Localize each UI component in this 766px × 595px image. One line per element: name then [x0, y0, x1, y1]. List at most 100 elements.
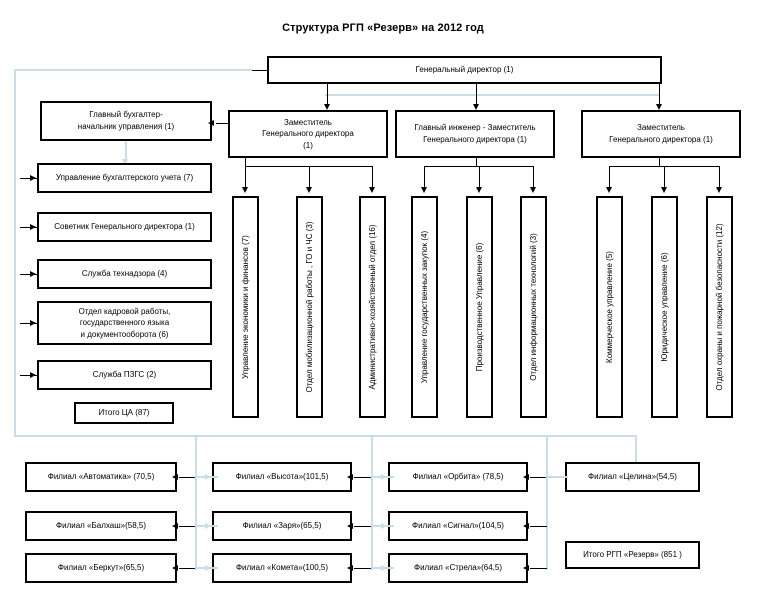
- sidebar-feed-arrow-5: [30, 371, 36, 378]
- branch-r3-link-c: [530, 568, 547, 569]
- deputy-2-drop-arrow: [472, 104, 479, 110]
- sidebar-item-hr[interactable]: Отдел кадровой работы, государственного …: [37, 301, 212, 345]
- branch-box-signal[interactable]: Филиал «Сигнал»(104,5): [388, 511, 528, 541]
- unit-3-2-arrow: [660, 187, 667, 193]
- deputy-3-drop-arrow: [655, 104, 662, 110]
- branch-feeder-4: [635, 435, 637, 468]
- branch-label-kometa: Филиал «Комета»(100,5): [235, 563, 329, 573]
- deputy-box-1[interactable]: Заместитель Генерального директора (1): [228, 110, 388, 158]
- sidebar-item-technadzor-label: Служба технадзора (4): [81, 269, 168, 279]
- unit-2-3-line: [533, 166, 534, 189]
- branch-r3-arrow-b: [347, 564, 353, 571]
- unit-label-mobilization: Отдел мобилизационной работы , ГО и ЧС (…: [304, 221, 314, 393]
- deputy-box-3[interactable]: Заместитель Генерального директора (1): [581, 110, 741, 158]
- chief-accountant-box[interactable]: Главный бухгалтер- начальник управления …: [40, 101, 212, 141]
- deputy-3-line2: Генерального директора (1): [609, 135, 713, 144]
- deputy-1-bar-stem: [245, 158, 246, 167]
- branch-label-avtomatika: Филиал «Автоматика» (70,5): [47, 472, 155, 482]
- chief-accountant-feed-arrow: [208, 119, 214, 126]
- unit-1-3-line: [372, 166, 373, 189]
- sidebar-item-accounting-label: Управление бухгалтерского учета (7): [55, 173, 194, 183]
- unit-box-security-fire[interactable]: Отдел охраны и пожарной безопасности (12…: [706, 196, 733, 418]
- sidebar-item-pzgs[interactable]: Служба ПЗГС (2): [37, 360, 212, 390]
- sidebar-item-technadzor[interactable]: Служба технадзора (4): [37, 259, 212, 289]
- deputy-distribution-bar: [325, 94, 660, 96]
- unit-3-2-line: [664, 166, 665, 189]
- branch-box-berkut[interactable]: Филиал «Беркут»(65,5): [25, 553, 177, 583]
- sidebar-feed-line-5: [20, 375, 37, 376]
- sidebar-feed-arrow-1: [30, 174, 36, 181]
- branch-box-kometa[interactable]: Филиал «Комета»(100,5): [212, 553, 352, 583]
- branch-r3-link-a: [179, 568, 196, 569]
- branch-total-label: Итого РГП «Резерв» (851 ): [583, 550, 682, 560]
- deputy-3-drop-line: [659, 84, 660, 106]
- branch-label-zarya: Филиал «Заря»(65,5): [242, 521, 322, 531]
- branch-r2-link-c: [530, 526, 547, 527]
- branch-r1-arrow-a: [172, 473, 178, 480]
- sidebar-item-accounting[interactable]: Управление бухгалтерского учета (7): [37, 163, 212, 193]
- branch-r1-bluearrow-b: [381, 473, 387, 480]
- branch-r1-link-c: [530, 477, 547, 478]
- deputy-2-bar-stem: [476, 158, 477, 167]
- branch-box-balkhash[interactable]: Филиал «Балхаш»(58,5): [25, 511, 177, 541]
- branch-box-zarya[interactable]: Филиал «Заря»(65,5): [212, 511, 352, 541]
- director-left-stub: [250, 70, 268, 71]
- unit-2-2-arrow: [475, 187, 482, 193]
- branch-r2-arrow-c: [523, 522, 529, 529]
- branch-label-signal: Филиал «Сигнал»(104,5): [412, 521, 504, 531]
- branch-feeder-2: [371, 435, 373, 570]
- branch-box-tselina[interactable]: Филиал «Целина»(54,5): [565, 462, 700, 492]
- unit-box-state-procurement[interactable]: Управление государственных закупок (4): [411, 196, 438, 418]
- unit-label-commercial: Коммерческое управление (5): [604, 251, 614, 363]
- sidebar-item-advisor-label: Советник Генерального директора (1): [54, 222, 195, 232]
- unit-1-2-line: [309, 166, 310, 189]
- sidebar-feed-arrow-2: [30, 223, 36, 230]
- deputy-2-drop-line: [476, 84, 477, 106]
- branch-r2-bluearrow-a: [205, 522, 211, 529]
- deputy-2-line2: Генерального директора (1): [423, 135, 527, 144]
- general-director-box[interactable]: Генеральный директор (1): [267, 56, 662, 84]
- unit-box-commercial[interactable]: Коммерческое управление (5): [596, 196, 623, 418]
- branch-box-vysota[interactable]: Филиал «Высота»(101,5): [212, 462, 352, 492]
- branch-r1-bluearrow-a: [205, 473, 211, 480]
- branch-r1-blue-c: [546, 476, 568, 478]
- deputy-box-2[interactable]: Главный инженер - Заместитель Генерально…: [395, 110, 555, 158]
- deputy-1-drop-arrow: [323, 104, 330, 110]
- branch-r3-bluearrow-a: [205, 564, 211, 571]
- sidebar-feed-arrow-3: [30, 270, 36, 277]
- chief-accountant-line2: начальник управления (1): [77, 122, 175, 131]
- unit-box-mobilization[interactable]: Отдел мобилизационной работы , ГО и ЧС (…: [296, 196, 323, 418]
- unit-1-1-arrow: [241, 187, 248, 193]
- unit-3-3-line: [719, 166, 720, 189]
- sidebar-feed-line-4: [20, 323, 37, 324]
- sidebar-feed-line-2: [20, 227, 37, 228]
- sidebar-total-label: Итого ЦА (87): [98, 408, 150, 418]
- chief-accountant-feed-line: [216, 123, 230, 124]
- sidebar-feed-arrow-4: [30, 319, 36, 326]
- branch-box-strela[interactable]: Филиал «Стрела»(64,5): [388, 553, 528, 583]
- branch-r1-link-a: [179, 477, 196, 478]
- unit-box-admin-economic[interactable]: Административно-хозяйственный отдел (16): [359, 196, 386, 418]
- branch-r3-arrow-a: [172, 564, 178, 571]
- sidebar-item-advisor[interactable]: Советник Генерального директора (1): [37, 212, 212, 242]
- branch-box-orbita[interactable]: Филиал «Орбита» (78,5): [388, 462, 528, 492]
- branch-box-avtomatika[interactable]: Филиал «Автоматика» (70,5): [25, 462, 177, 492]
- branch-total-box: Итого РГП «Резерв» (851 ): [565, 541, 700, 569]
- unit-box-legal[interactable]: Юридическое управление (6): [651, 196, 678, 418]
- branch-r1-link-b: [354, 477, 371, 478]
- sidebar-item-hr-line3: и документооборота (6): [80, 329, 169, 339]
- unit-1-3-arrow: [368, 187, 375, 193]
- branch-r3-arrow-c: [523, 564, 529, 571]
- unit-box-production[interactable]: Производственное Управление (6): [466, 196, 493, 418]
- unit-box-it[interactable]: Отдел информационных технологий (3): [520, 196, 547, 418]
- chief-accountant-drop-arrow: [121, 159, 128, 165]
- unit-1-2-arrow: [305, 187, 312, 193]
- branch-label-orbita: Филиал «Орбита» (78,5): [412, 472, 504, 482]
- unit-box-economics-finance[interactable]: Управление экономики и финансов (7): [232, 196, 259, 418]
- branch-label-tselina: Филиал «Целина»(54,5): [588, 472, 677, 482]
- unit-2-1-arrow: [420, 187, 427, 193]
- unit-label-it: Отдел информационных технологий (3): [528, 233, 538, 381]
- deputy-2-line1: Главный инженер - Заместитель: [414, 123, 536, 133]
- unit-label-state-procurement: Управление государственных закупок (4): [419, 230, 429, 384]
- unit-2-2-line: [479, 166, 480, 189]
